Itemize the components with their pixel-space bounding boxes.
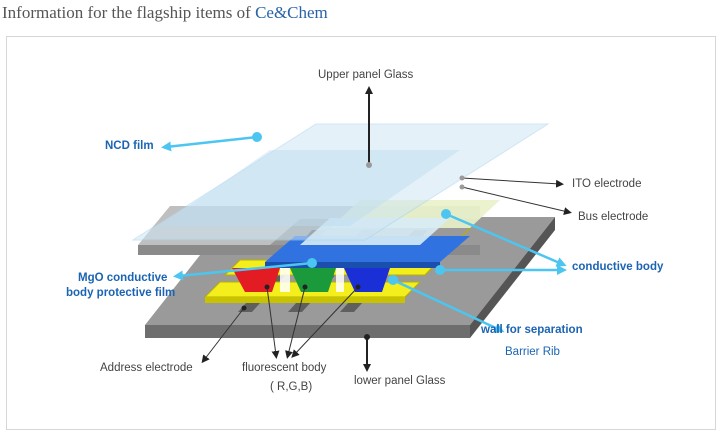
wall-separation-label: wall for separation (481, 324, 583, 336)
ito-electrode-label: ITO electrode (572, 178, 642, 190)
rgb-label: ( R,G,B) (270, 381, 313, 393)
fluorescent-body-label: fluorescent body (242, 362, 327, 374)
lower-panel-glass-label: lower panel Glass (354, 375, 446, 387)
upper-panel-glass (131, 123, 550, 241)
conductive-body-label: conductive body (572, 261, 664, 273)
page-title: Information for the flagship items of Ce… (2, 3, 328, 23)
cyan-dots (252, 132, 451, 285)
title-text: Information for the flagship items of (2, 3, 256, 22)
ncd-film-label: NCD film (105, 140, 154, 152)
brand-name: Ce&Chem (255, 3, 328, 22)
address-electrode-label: Address electrode (100, 362, 193, 374)
barrier-rib-label: Barrier Rib (505, 346, 560, 358)
leader-lines (201, 177, 572, 364)
fluorescent-cells (232, 268, 390, 292)
mgo-label-line1: MgO conductive (78, 272, 168, 284)
bus-electrode-label: Bus electrode (578, 211, 649, 223)
upper-panel-glass-label: Upper panel Glass (318, 69, 414, 81)
mgo-label-line2: body protective film (66, 287, 176, 299)
cyan-leaders (161, 135, 567, 333)
